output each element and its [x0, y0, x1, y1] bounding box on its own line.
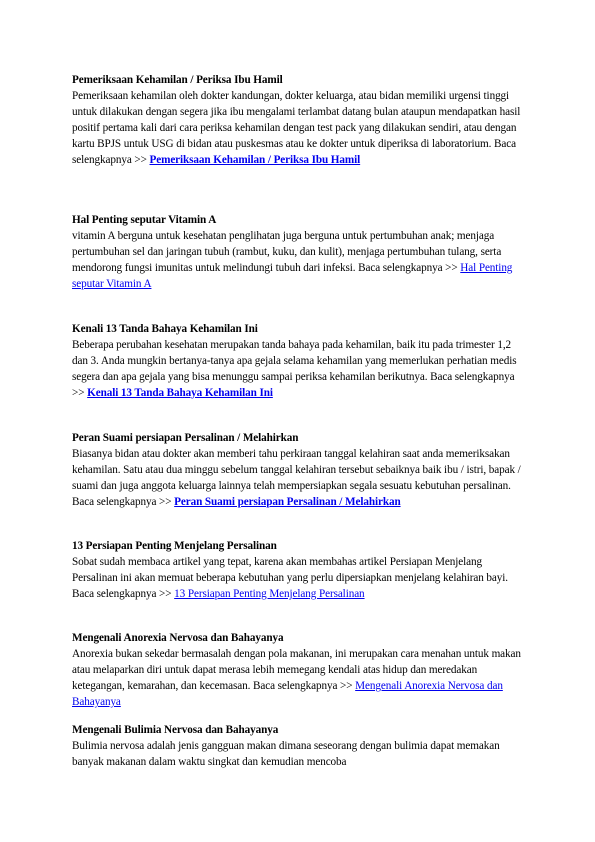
article-text: Beberapa perubahan kesehatan merupakan t… [72, 337, 527, 401]
article-title: Peran Suami persiapan Persalinan / Melah… [72, 432, 299, 444]
article-vitamin-a: Hal Penting seputar Vitamin A vitamin A … [72, 212, 527, 292]
read-more-link[interactable]: Pemeriksaan Kehamilan / Periksa Ibu Hami… [149, 154, 361, 166]
article-text: Bulimia nervosa adalah jenis gangguan ma… [72, 738, 527, 770]
read-more-link[interactable]: Mengenali Anorexia Nervosa dan Bahayanya [72, 680, 503, 708]
article-text: Anorexia bukan sekedar bermasalah dengan… [72, 646, 527, 710]
read-more-link[interactable]: 13 Persiapan Penting Menjelang Persalina… [174, 588, 365, 600]
article-pemeriksaan-kehamilan: Pemeriksaan Kehamilan / Periksa Ibu Hami… [72, 72, 527, 168]
article-persiapan-persalinan: 13 Persiapan Penting Menjelang Persalina… [72, 538, 527, 602]
article-text: Sobat sudah membaca artikel yang tepat, … [72, 554, 527, 602]
article-body: Bulimia nervosa adalah jenis gangguan ma… [72, 740, 500, 768]
article-peran-suami: Peran Suami persiapan Persalinan / Melah… [72, 430, 527, 510]
article-body: Pemeriksaan kehamilan oleh dokter kandun… [72, 90, 521, 166]
article-tanda-bahaya: Kenali 13 Tanda Bahaya Kehamilan Ini Beb… [72, 321, 527, 401]
article-title: Mengenali Anorexia Nervosa dan Bahayanya [72, 632, 284, 644]
article-title: Kenali 13 Tanda Bahaya Kehamilan Ini [72, 323, 258, 335]
article-body: Beberapa perubahan kesehatan merupakan t… [72, 339, 517, 399]
article-anorexia: Mengenali Anorexia Nervosa dan Bahayanya… [72, 630, 527, 710]
read-more-link[interactable]: Kenali 13 Tanda Bahaya Kehamilan Ini [87, 387, 273, 399]
article-title: Hal Penting seputar Vitamin A [72, 214, 217, 226]
article-text: Biasanya bidan atau dokter akan memberi … [72, 446, 527, 510]
read-more-link[interactable]: Peran Suami persiapan Persalinan / Melah… [174, 496, 401, 508]
article-bulimia: Mengenali Bulimia Nervosa dan Bahayanya … [72, 722, 527, 770]
article-body: Biasanya bidan atau dokter akan memberi … [72, 448, 521, 508]
article-text: Pemeriksaan kehamilan oleh dokter kandun… [72, 88, 527, 168]
article-title: 13 Persiapan Penting Menjelang Persalina… [72, 540, 277, 552]
article-title: Pemeriksaan Kehamilan / Periksa Ibu Hami… [72, 74, 283, 86]
article-body: vitamin A berguna untuk kesehatan pengli… [72, 230, 502, 274]
article-body: Sobat sudah membaca artikel yang tepat, … [72, 556, 508, 600]
article-title: Mengenali Bulimia Nervosa dan Bahayanya [72, 724, 279, 736]
read-more-link[interactable]: Hal Penting seputar Vitamin A [72, 262, 513, 290]
article-text: vitamin A berguna untuk kesehatan pengli… [72, 228, 527, 292]
article-body: Anorexia bukan sekedar bermasalah dengan… [72, 648, 521, 692]
